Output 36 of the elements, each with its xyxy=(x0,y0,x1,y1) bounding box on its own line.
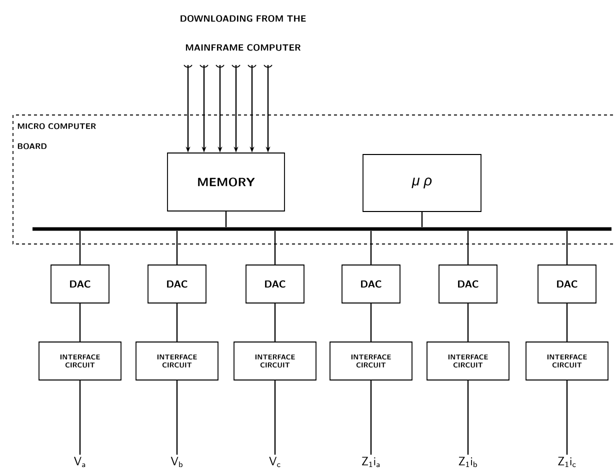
connector-line xyxy=(225,211,227,228)
connector-line xyxy=(467,380,469,455)
processor-box: μ ρ xyxy=(362,154,482,212)
connector-line xyxy=(370,230,372,265)
dac-box: DAC xyxy=(342,264,400,304)
connector-line xyxy=(79,230,81,265)
connector-line xyxy=(467,303,469,342)
signal-label: V$_{b}$ xyxy=(170,456,183,468)
signal-label: Z$_{1}$i$_{c}$ xyxy=(558,456,576,468)
bus-bar xyxy=(32,227,612,231)
connector-line xyxy=(176,230,178,265)
connector-line xyxy=(176,303,178,342)
signal-label: V$_{a}$ xyxy=(74,456,86,468)
signal-label: Z$_{1}$i$_{a}$ xyxy=(362,456,380,468)
signal-label: Z$_{1}$i$_{b}$ xyxy=(458,456,477,468)
connector-line xyxy=(566,303,568,342)
heading-text: DOWNLOADING FROM THE MAINFRAME COMPUTER xyxy=(180,15,306,51)
connector-line xyxy=(370,380,372,455)
dac-box: DAC xyxy=(438,264,498,304)
connector-line xyxy=(79,380,81,455)
connector-line xyxy=(274,380,276,455)
connector-line xyxy=(370,303,372,342)
connector-line xyxy=(79,303,81,342)
connector-line xyxy=(274,230,276,265)
connector-line xyxy=(566,380,568,455)
connector-line xyxy=(467,230,469,265)
dac-box: DAC xyxy=(148,264,206,304)
dac-box: DAC xyxy=(246,264,304,304)
signal-label: V$_{c}$ xyxy=(269,456,280,468)
connector-line xyxy=(566,230,568,265)
memory-box: MEMORY xyxy=(167,152,285,212)
connector-line xyxy=(274,303,276,342)
connector-line xyxy=(421,212,423,228)
connector-line xyxy=(176,380,178,455)
dac-box: DAC xyxy=(50,264,110,304)
dac-box: DAC xyxy=(538,264,596,304)
